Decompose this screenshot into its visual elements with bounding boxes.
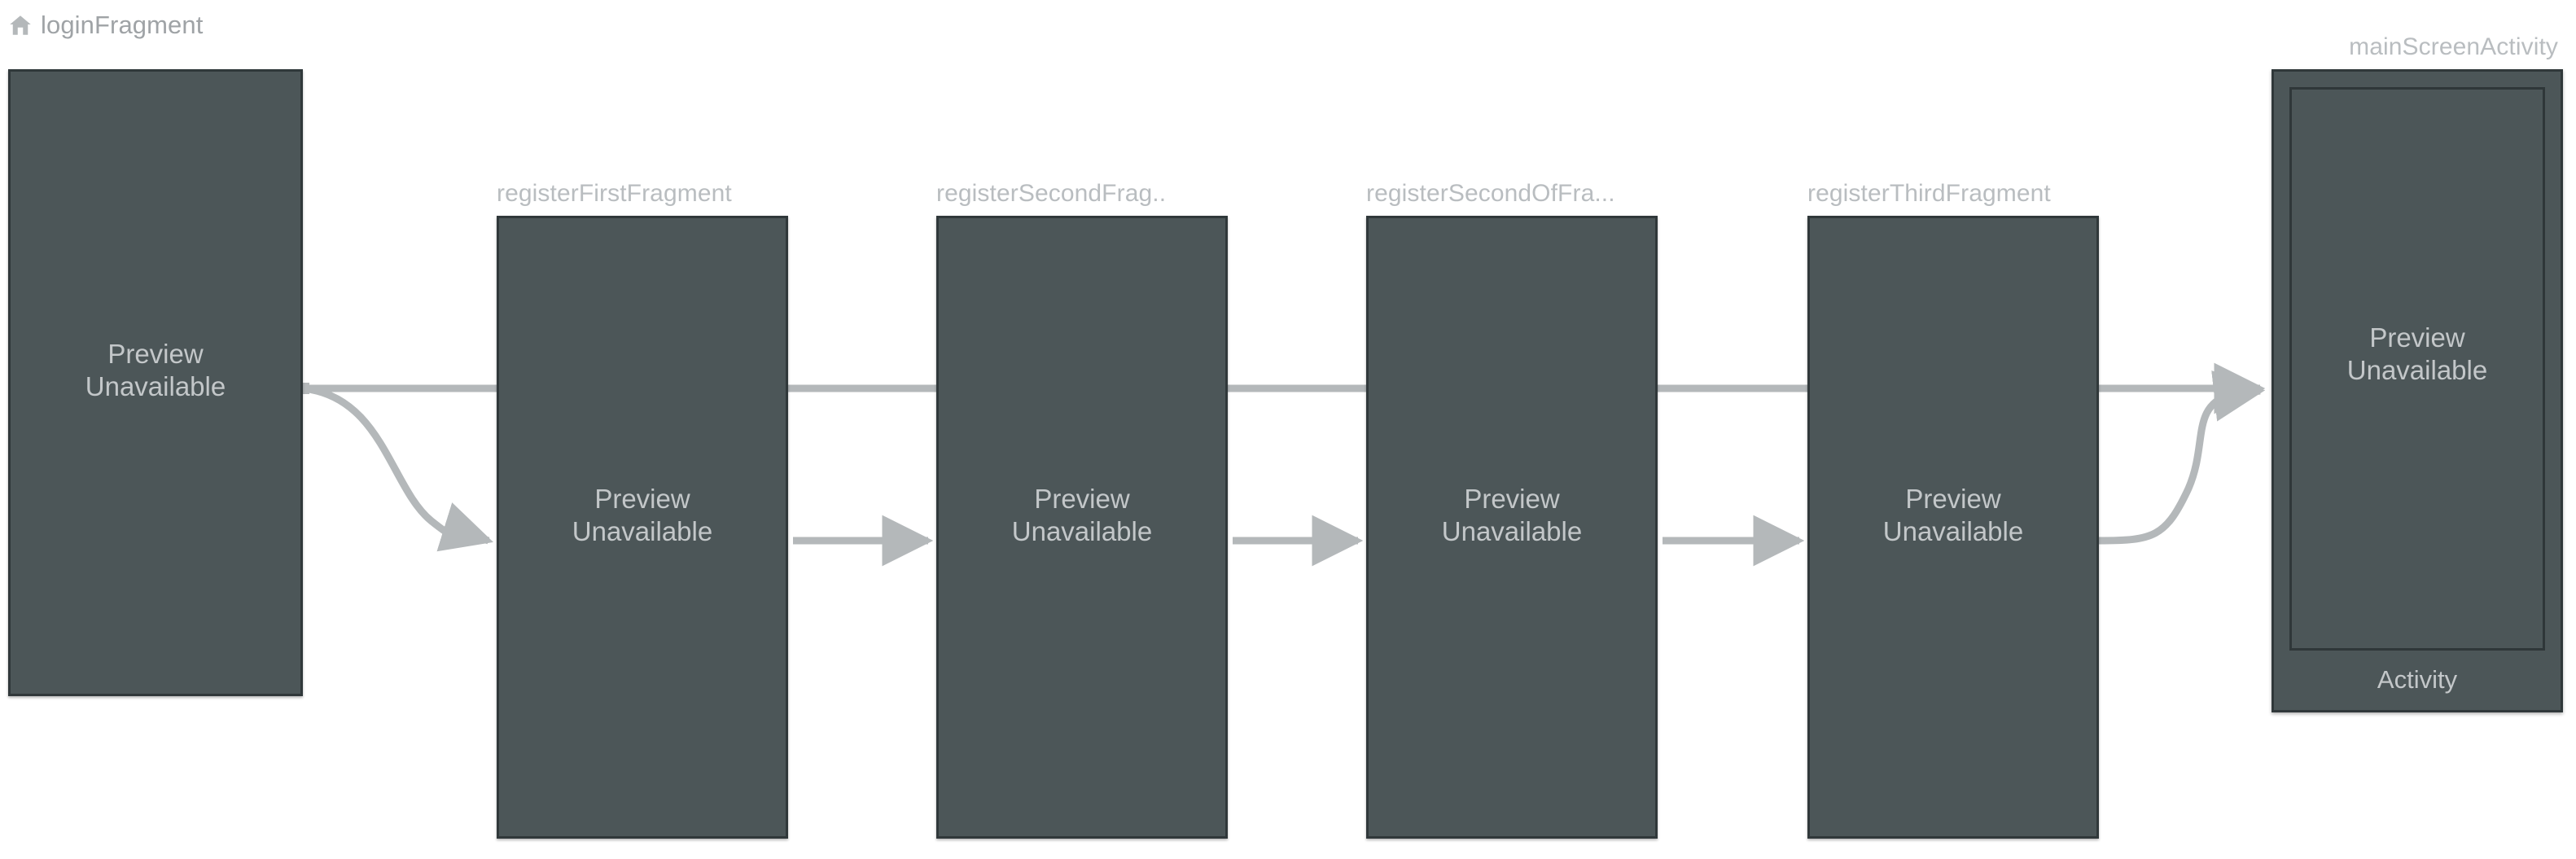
node-registerThirdFragment[interactable]: registerThirdFragment Preview Unavailabl…: [1807, 180, 2099, 839]
node-frame: [497, 216, 788, 839]
node-frame: [8, 69, 303, 696]
start-destination-label[interactable]: loginFragment: [8, 10, 203, 41]
node-frame: [1807, 216, 2099, 839]
node-registerFirstFragment[interactable]: registerFirstFragment Preview Unavailabl…: [497, 180, 788, 839]
edge-loginFragment-to-registerFirstFragment[interactable]: [302, 384, 494, 552]
node-title-registerSecondFragment: registerSecondFrag..: [936, 180, 1167, 207]
node-loginFragment[interactable]: Preview Unavailable: [8, 69, 303, 696]
activity-caption: Activity: [2377, 665, 2458, 694]
home-icon: [10, 15, 31, 35]
node-registerSecondOfFragment[interactable]: registerSecondOfFra... Preview Unavailab…: [1366, 180, 1658, 839]
node-frame: [936, 216, 1228, 839]
node-mainScreenActivity[interactable]: mainScreenActivity Preview Unavailable A…: [2272, 33, 2563, 712]
activity-inner-screen: [2289, 87, 2545, 651]
node-title-registerFirstFragment: registerFirstFragment: [497, 180, 732, 207]
node-frame: [1366, 216, 1658, 839]
edge-registerThirdFragment-to-mainScreenActivity[interactable]: [2098, 370, 2266, 545]
start-destination-name: loginFragment: [41, 11, 204, 39]
node-title-mainScreenActivity: mainScreenActivity: [2349, 33, 2558, 60]
node-title-registerThirdFragment: registerThirdFragment: [1807, 180, 2051, 207]
node-registerSecondFragment[interactable]: registerSecondFrag.. Preview Unavailable: [936, 180, 1228, 839]
node-title-registerSecondOfFragment: registerSecondOfFra...: [1366, 180, 1615, 207]
